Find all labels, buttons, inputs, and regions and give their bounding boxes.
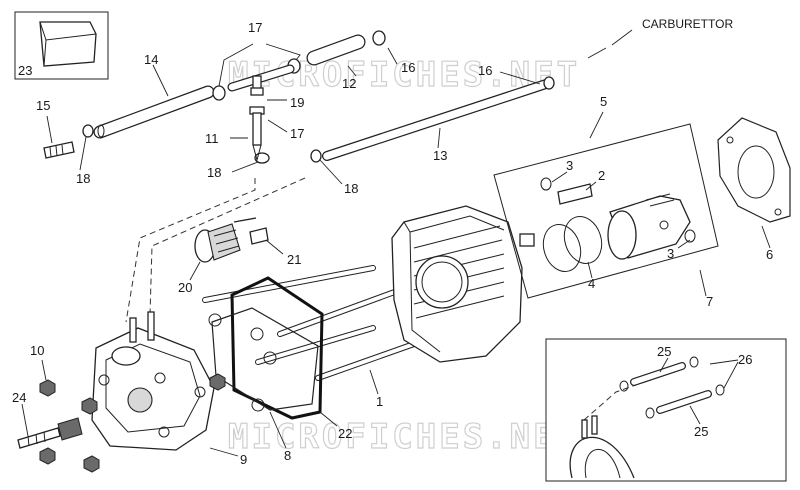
callout-10: 10 [30, 343, 44, 358]
callout-23: 23 [18, 63, 32, 78]
piston [607, 193, 691, 260]
t-connector-17 [227, 64, 295, 162]
callout-18-left: 18 [76, 171, 90, 186]
cylinder-head-9 [91, 311, 215, 451]
callout-6: 6 [766, 247, 773, 262]
callout-21: 21 [287, 252, 301, 267]
nuts-10 [39, 373, 226, 473]
callout-13: 13 [433, 148, 447, 163]
note-carburettor: CARBURETTOR [642, 17, 733, 31]
callout-4: 4 [588, 276, 595, 291]
part-23-kit-box [14, 11, 109, 80]
callout-9: 9 [240, 452, 247, 467]
callout-20: 20 [178, 280, 192, 295]
piston-pin-2 [557, 183, 593, 205]
callout-16-left: 16 [401, 60, 415, 75]
callout-7: 7 [706, 294, 713, 309]
hose-13 [322, 79, 551, 161]
callout-labels: CARBURETTOR 23 14 17 16 12 16 19 17 15 1… [12, 17, 773, 467]
callout-24: 24 [12, 390, 26, 405]
cylinder-1 [391, 205, 535, 363]
callout-18-right: 18 [344, 181, 358, 196]
part-15-nipple [43, 141, 75, 159]
callout-14: 14 [144, 52, 158, 67]
hose-14 [93, 85, 215, 139]
callout-3-top: 3 [566, 158, 573, 173]
callout-18-mid: 18 [207, 165, 221, 180]
callout-19: 19 [290, 95, 304, 110]
callout-5: 5 [600, 94, 607, 109]
callout-12: 12 [342, 76, 356, 91]
callout-25-bottom: 25 [694, 424, 708, 439]
piston-rings-4 [542, 216, 603, 272]
piston-group-frame [493, 123, 719, 299]
watermark-bottom: MICROFICHES.NET [228, 417, 580, 457]
callout-17-mid: 17 [290, 126, 304, 141]
circlips-3 [540, 177, 696, 243]
routing-dashes [125, 177, 306, 323]
studs-1 [202, 265, 417, 381]
callout-1: 1 [376, 394, 383, 409]
callout-16-right: 16 [478, 63, 492, 78]
part-21-bracket [233, 217, 269, 245]
inset-detail-box [545, 338, 787, 482]
callout-17-top: 17 [248, 20, 262, 35]
callout-22: 22 [338, 426, 352, 441]
leader-lines [21, 29, 771, 457]
base-gasket-6 [717, 117, 791, 223]
hose-12 [306, 34, 366, 66]
part-20-reed-valve [194, 223, 241, 263]
callout-26: 26 [738, 352, 752, 367]
callout-2: 2 [598, 168, 605, 183]
callout-15: 15 [36, 98, 50, 113]
callout-3-bottom: 3 [667, 246, 674, 261]
callout-8: 8 [284, 448, 291, 463]
callout-11: 11 [205, 131, 219, 146]
callout-25-top: 25 [657, 344, 671, 359]
spark-plug-24 [17, 417, 83, 449]
